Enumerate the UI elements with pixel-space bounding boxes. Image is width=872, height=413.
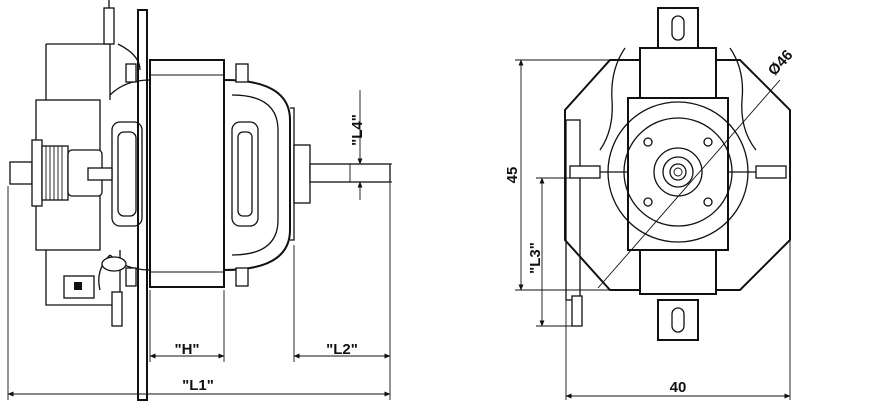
rear-shaft <box>9 161 33 185</box>
side-view-dimensions: "L4" "H" "L2" "L1" <box>7 90 392 400</box>
front-bracket <box>223 79 291 271</box>
brush-right <box>755 165 787 179</box>
bolt-hole <box>643 137 653 147</box>
bottom-mount-tab <box>657 299 699 341</box>
dim-40-label: 40 <box>670 379 687 396</box>
dim-L4-label: "L4" <box>349 114 366 146</box>
side-plate <box>565 119 581 301</box>
dim-L1-label: "L1" <box>182 377 214 394</box>
bolt-top <box>125 63 137 83</box>
dim-diameter-label: Ø46 <box>765 47 797 79</box>
brush-left <box>569 165 601 179</box>
front-bearing-hub <box>293 144 311 204</box>
dim-45-label: 45 <box>504 167 521 184</box>
brush-holder <box>87 167 113 181</box>
front-housing <box>564 59 791 291</box>
commutator-flange <box>31 139 43 207</box>
shaft-hub <box>653 147 703 197</box>
dim-L2-label: "L2" <box>326 341 358 358</box>
stator-stack <box>149 59 225 288</box>
front-view-dimensions: 45 "L3" 40 <box>504 59 791 400</box>
terminal-bottom <box>111 291 123 327</box>
dim-L3-label: "L3" <box>527 242 544 274</box>
rear-housing-lower <box>45 250 121 306</box>
motor-side-view <box>9 0 391 401</box>
bolt-bottom <box>125 267 137 287</box>
top-mount-tab <box>657 7 699 49</box>
terminal-front <box>571 295 583 327</box>
terminal-top <box>103 7 115 45</box>
diameter-leader <box>597 79 781 289</box>
dim-H-label: "H" <box>174 341 199 358</box>
front-winding <box>231 121 259 227</box>
rear-housing <box>45 43 111 100</box>
motor-front-view: Ø46 <box>564 7 797 341</box>
terminal-block <box>63 275 95 299</box>
shaft-end <box>669 163 687 181</box>
